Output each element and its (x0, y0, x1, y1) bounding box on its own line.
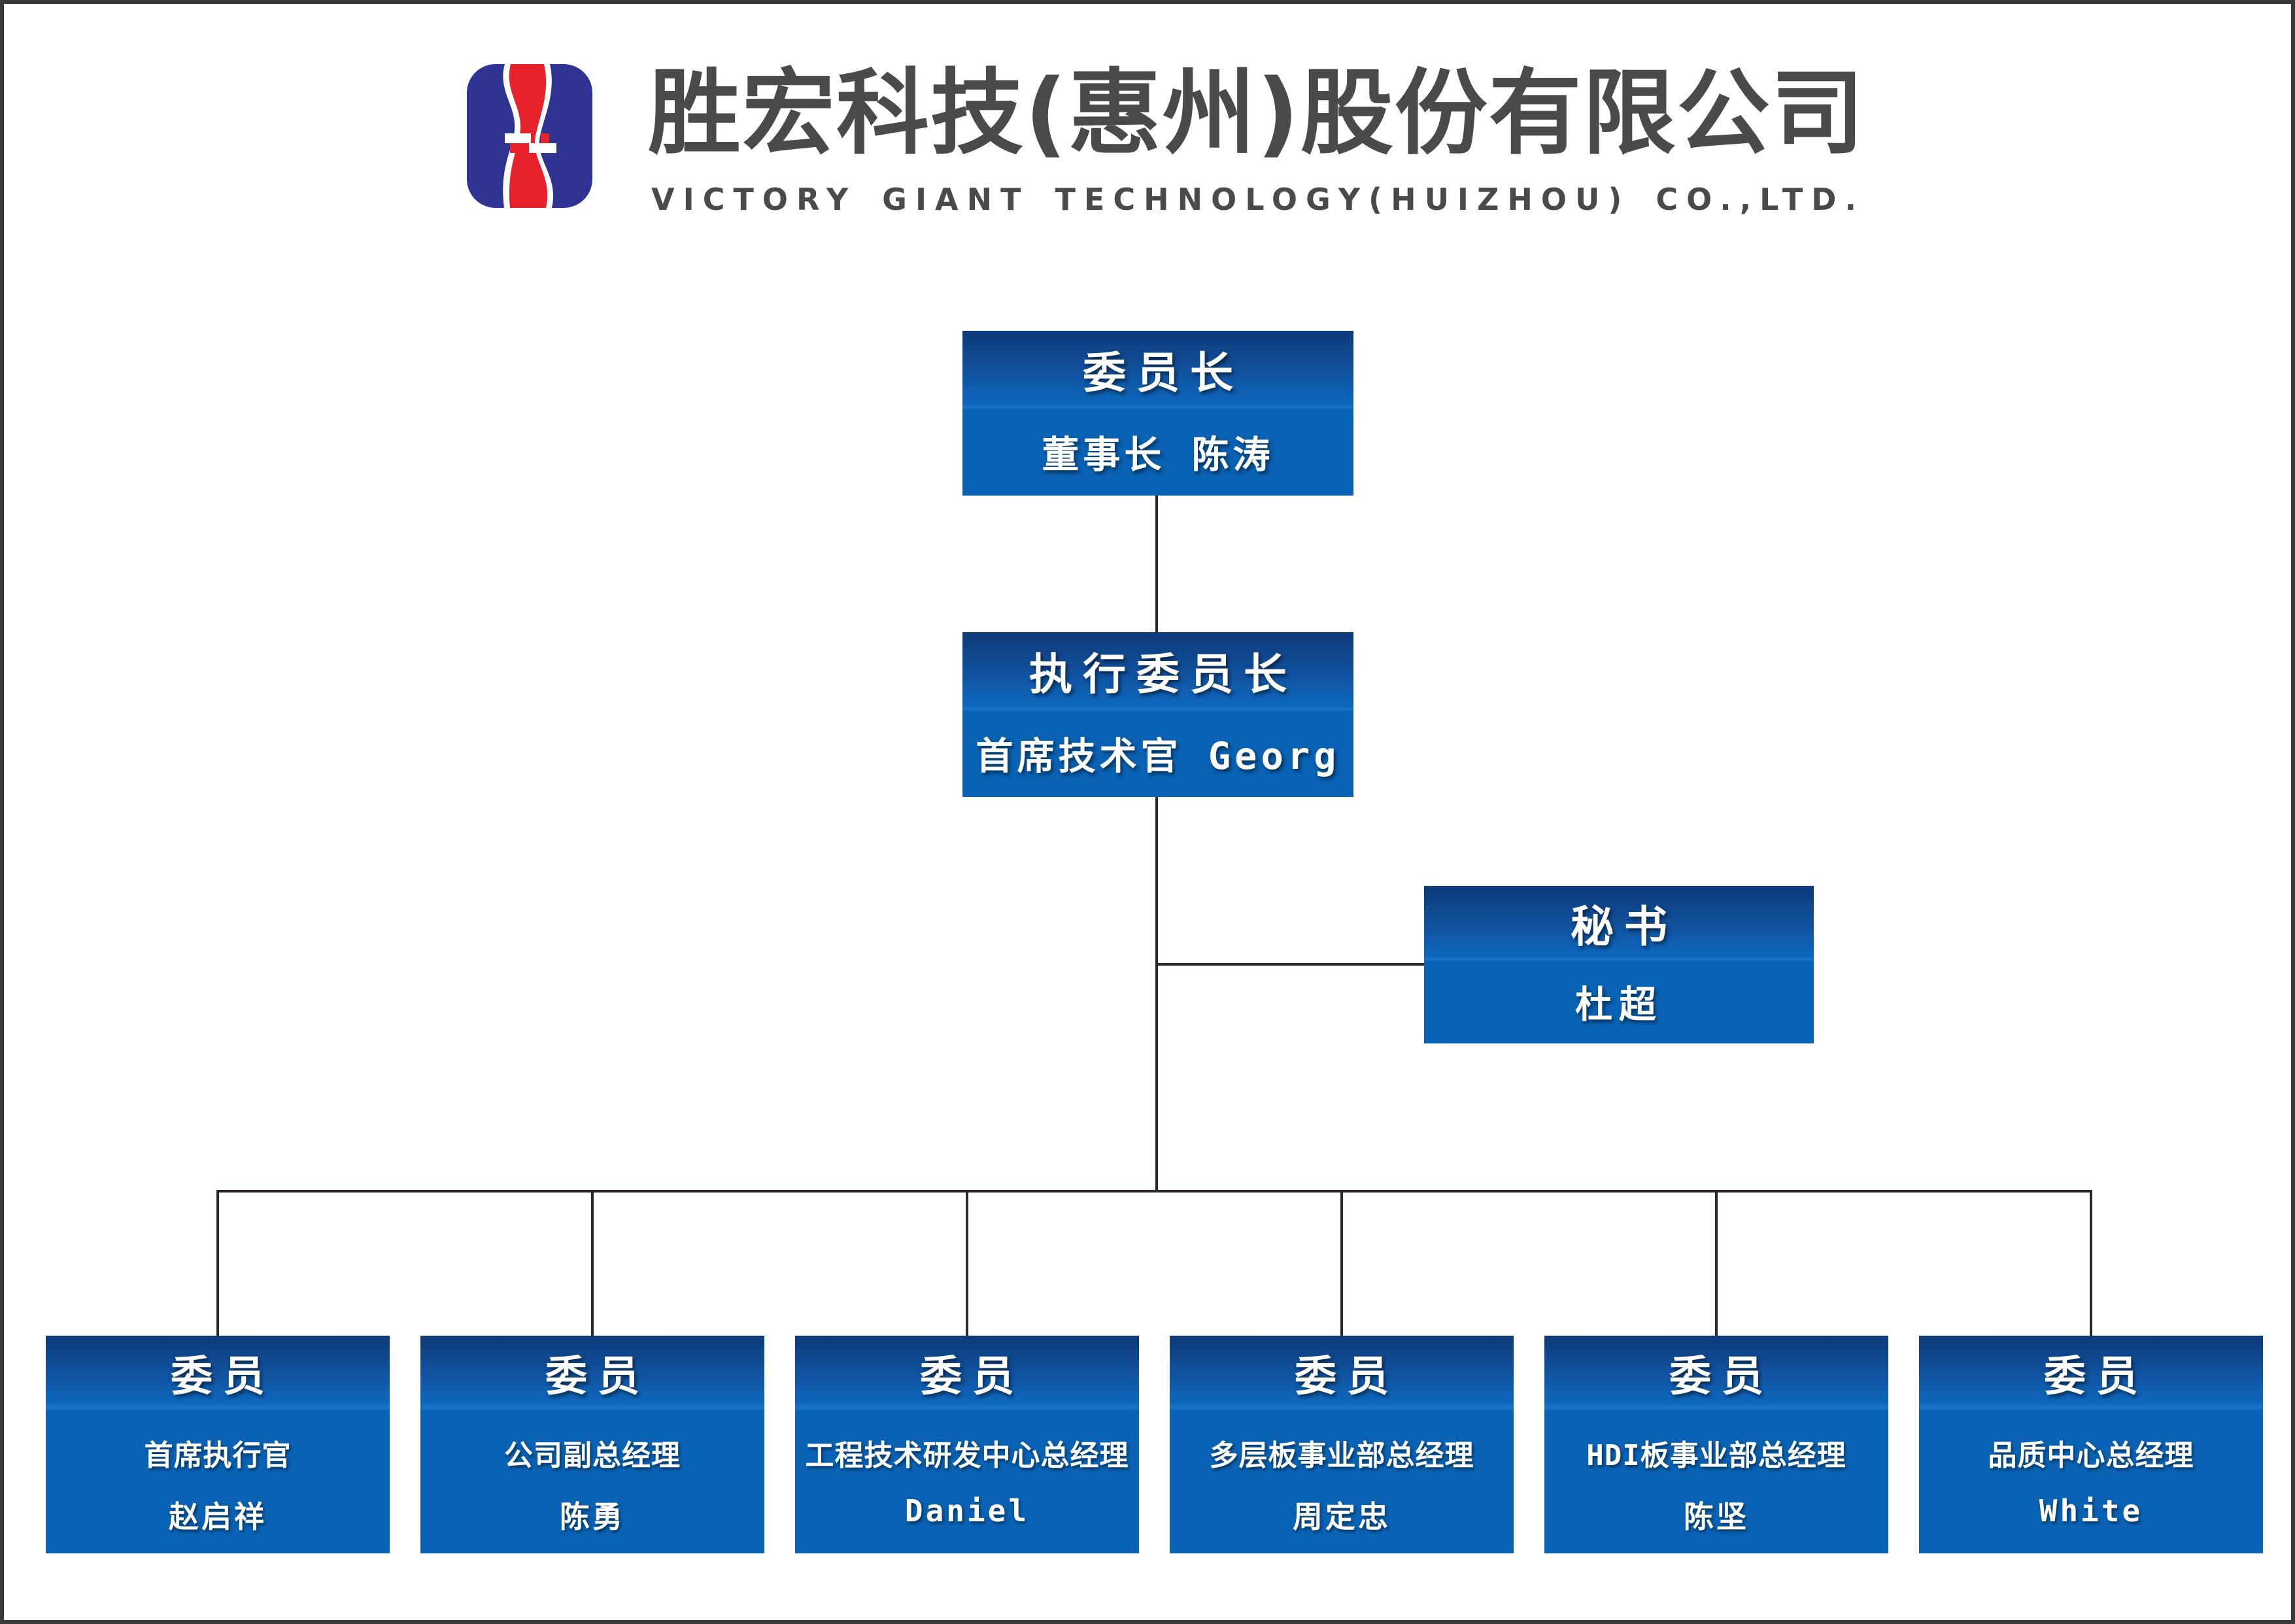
node-member-1-body: 首席执行官 赵启祥 (46, 1410, 390, 1553)
connector-secretary-branch (1155, 963, 1424, 966)
node-member-6-title: 委员 (2044, 1352, 2149, 1401)
node-member-2: 委员 公司副总经理 陈勇 (420, 1336, 764, 1553)
node-secretary-name: 杜超 (1575, 983, 1663, 1027)
node-member-5-title: 委员 (1669, 1352, 1774, 1401)
node-member-5-name: 陈坚 (1684, 1499, 1749, 1535)
node-member-2-name: 陈勇 (560, 1499, 625, 1535)
node-member-2-body: 公司副总经理 陈勇 (420, 1410, 764, 1553)
connector-drop-member-4 (1340, 1190, 1343, 1336)
node-secretary-body: 杜超 (1424, 960, 1814, 1043)
node-executive-chairman-name: 首席技术官 Georg (976, 735, 1340, 779)
node-member-5: 委员 HDI板事业部总经理 陈坚 (1544, 1336, 1888, 1553)
connector-drop-member-6 (2090, 1190, 2092, 1336)
node-member-4-body: 多层板事业部总经理 周定忠 (1170, 1410, 1514, 1553)
node-member-1-name: 赵启祥 (169, 1499, 267, 1535)
node-member-6-position: 品质中心总经理 (1988, 1439, 2194, 1473)
connector-drop-member-5 (1715, 1190, 1718, 1336)
node-member-1-position: 首席执行官 (144, 1439, 292, 1473)
node-member-6-name: White (2039, 1493, 2143, 1529)
node-member-4-position: 多层板事业部总经理 (1209, 1439, 1474, 1473)
node-member-6-body: 品质中心总经理 White (1919, 1410, 2263, 1553)
node-member-3-name: Daniel (904, 1493, 1030, 1529)
node-secretary: 秘书 杜超 (1424, 886, 1814, 1043)
node-chairman-title: 委员长 (1083, 348, 1244, 399)
connector-drop-member-2 (591, 1190, 594, 1336)
node-chairman: 委员长 董事长 陈涛 (962, 331, 1353, 496)
node-member-4-name: 周定忠 (1293, 1499, 1391, 1535)
company-name-zh: 胜宏科技(惠州)股份有限公司 (648, 59, 1865, 167)
node-member-2-position: 公司副总经理 (504, 1439, 681, 1473)
node-member-5-body: HDI板事业部总经理 陈坚 (1544, 1410, 1888, 1553)
node-member-4: 委员 多层板事业部总经理 周定忠 (1170, 1336, 1514, 1553)
company-logo-icon (467, 64, 592, 208)
node-executive-chairman-title: 执行委员长 (1029, 649, 1297, 700)
node-member-2-title: 委员 (545, 1352, 650, 1401)
node-member-3-title: 委员 (920, 1352, 1025, 1401)
node-executive-chairman-body: 首席技术官 Georg (962, 709, 1353, 797)
node-member-5-position: HDI板事业部总经理 (1586, 1439, 1846, 1473)
node-member-6: 委员 品质中心总经理 White (1919, 1336, 2263, 1553)
node-member-3-position: 工程技术研发中心总经理 (805, 1439, 1129, 1473)
node-secretary-title: 秘书 (1571, 901, 1678, 952)
node-chairman-body: 董事长 陈涛 (962, 408, 1353, 496)
node-member-3-body: 工程技术研发中心总经理 Daniel (795, 1410, 1139, 1553)
connector-executive-members-trunk (1155, 797, 1158, 1193)
connector-drop-member-3 (966, 1190, 968, 1336)
node-member-1: 委员 首席执行官 赵启祥 (46, 1336, 390, 1553)
connector-members-bus (216, 1190, 2092, 1193)
company-name-en: VICTORY GIANT TECHNOLOGY(HUIZHOU) CO.,LT… (651, 182, 1865, 217)
node-chairman-name: 董事长 陈涛 (1042, 433, 1274, 477)
node-member-4-title: 委员 (1295, 1352, 1399, 1401)
connector-chairman-executive (1155, 496, 1158, 632)
node-executive-chairman: 执行委员长 首席技术官 Georg (962, 632, 1353, 797)
node-member-3: 委员 工程技术研发中心总经理 Daniel (795, 1336, 1139, 1553)
connector-drop-member-1 (216, 1190, 219, 1336)
node-member-1-title: 委员 (171, 1352, 275, 1401)
